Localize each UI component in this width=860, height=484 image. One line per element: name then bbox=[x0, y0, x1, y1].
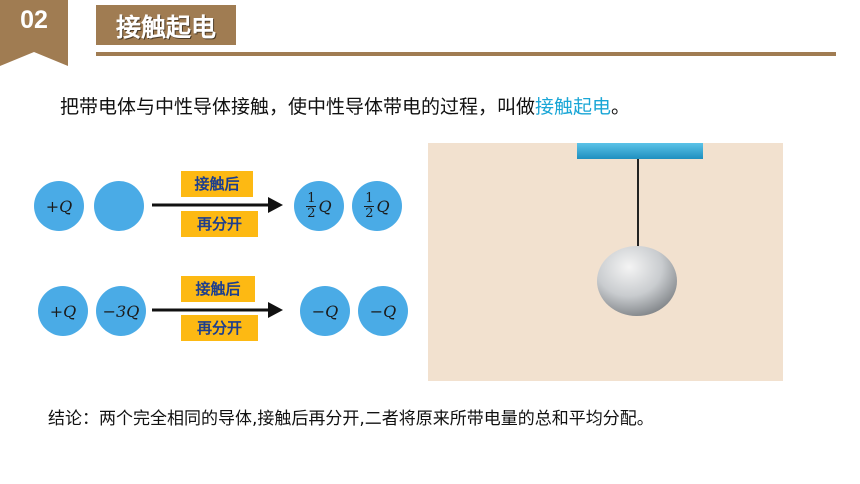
arrow-right-icon bbox=[152, 197, 283, 213]
ball-negative-q-left: −Q bbox=[300, 286, 350, 336]
pendulum-illustration bbox=[428, 143, 783, 381]
ball-positive-q: +Q bbox=[34, 181, 84, 231]
intro-highlight: 接触起电 bbox=[535, 96, 612, 118]
intro-end: 。 bbox=[611, 96, 631, 118]
ball-negative-q-right: −Q bbox=[358, 286, 408, 336]
label-then-separate: 再分开 bbox=[181, 315, 258, 341]
label-then-separate: 再分开 bbox=[181, 211, 258, 237]
header-rule bbox=[96, 52, 836, 56]
ball-negative-3q: −3Q bbox=[96, 286, 146, 336]
hanging-ball-image bbox=[577, 143, 703, 316]
label-after-contact: 接触后 bbox=[181, 276, 255, 302]
section-number: 02 bbox=[20, 6, 48, 34]
conclusion-text: 结论：两个完全相同的导体,接触后再分开,二者将原来所带电量的总和平均分配。 bbox=[48, 409, 654, 429]
section-badge bbox=[0, 0, 68, 66]
intro-sentence: 把带电体与中性导体接触，使中性导体带电的过程，叫做接触起电。 bbox=[60, 92, 630, 119]
intro-text: 把带电体与中性导体接触，使中性导体带电的过程，叫做 bbox=[60, 96, 536, 118]
label-after-contact: 接触后 bbox=[181, 171, 253, 197]
ball-neutral bbox=[94, 181, 144, 231]
page-title: 接触起电 bbox=[115, 13, 216, 42]
title-background bbox=[96, 5, 236, 45]
ball-positive-q: +Q bbox=[38, 286, 88, 336]
arrow-right-icon bbox=[152, 302, 283, 318]
